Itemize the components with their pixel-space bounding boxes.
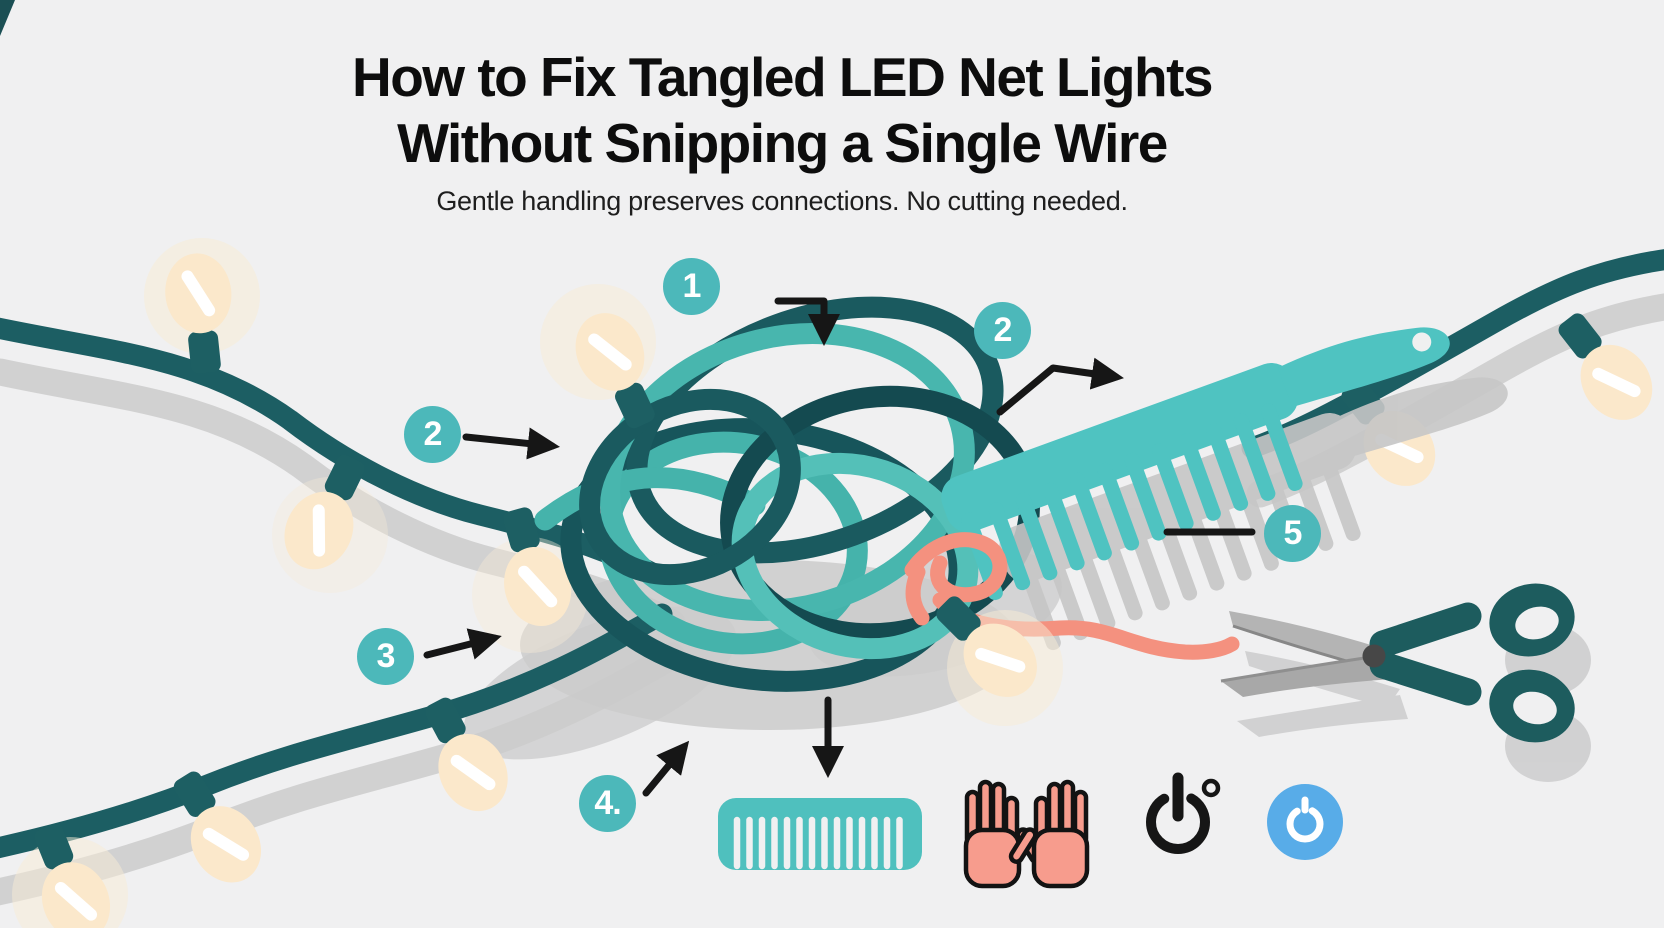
scissor-pivot (1362, 644, 1386, 668)
badge-step-3: 3 (357, 628, 414, 685)
page-subtitle: Gentle handling preserves connections. N… (436, 186, 1128, 216)
wire-tangle (534, 296, 1040, 692)
arrow-step-1 (774, 297, 841, 347)
badge-step-3-label: 3 (376, 637, 396, 675)
scissors-shadow (1237, 624, 1591, 782)
page-title: How to Fix Tangled LED Net Lights Withou… (0, 44, 1564, 176)
arrow-step-4 (642, 740, 690, 797)
scissor-blade (1229, 611, 1384, 668)
badge-step-2-right: 2 (974, 302, 1031, 359)
badge-step-2-left-label: 2 (423, 415, 443, 453)
callout-arrows (423, 297, 1256, 797)
corner-wire-tip (0, 0, 15, 36)
header: How to Fix Tangled LED Net Lights Withou… (0, 44, 1564, 217)
power-off-icon (1146, 772, 1221, 854)
badge-step-4-label: 4. (594, 784, 621, 822)
badge-step-1-label: 1 (682, 267, 702, 305)
title-line-2: Without Snipping a Single Wire (397, 112, 1168, 174)
title-line-1: How to Fix Tangled LED Net Lights (351, 46, 1214, 108)
arrow-step-2-right (996, 357, 1124, 416)
badge-step-5: 5 (1264, 505, 1321, 562)
badge-step-2-right-label: 2 (993, 311, 1013, 349)
arrow-step-2-left (462, 427, 561, 460)
badge-step-5-label: 5 (1283, 514, 1303, 552)
badge-step-1: 1 (663, 258, 720, 315)
comb-icon (718, 798, 922, 870)
power-button-icon (1267, 784, 1343, 860)
badge-step-4: 4. (579, 775, 636, 832)
light-string-bottom-left (0, 603, 673, 928)
scissors (1220, 583, 1575, 743)
badge-step-2-left: 2 (404, 406, 461, 463)
light-string-top-left (0, 238, 671, 653)
scissor-blade (1221, 655, 1392, 697)
raised-hands-icon (963, 779, 1090, 889)
arrow-step-3 (423, 628, 502, 660)
comb-handle-hole (1412, 332, 1432, 352)
